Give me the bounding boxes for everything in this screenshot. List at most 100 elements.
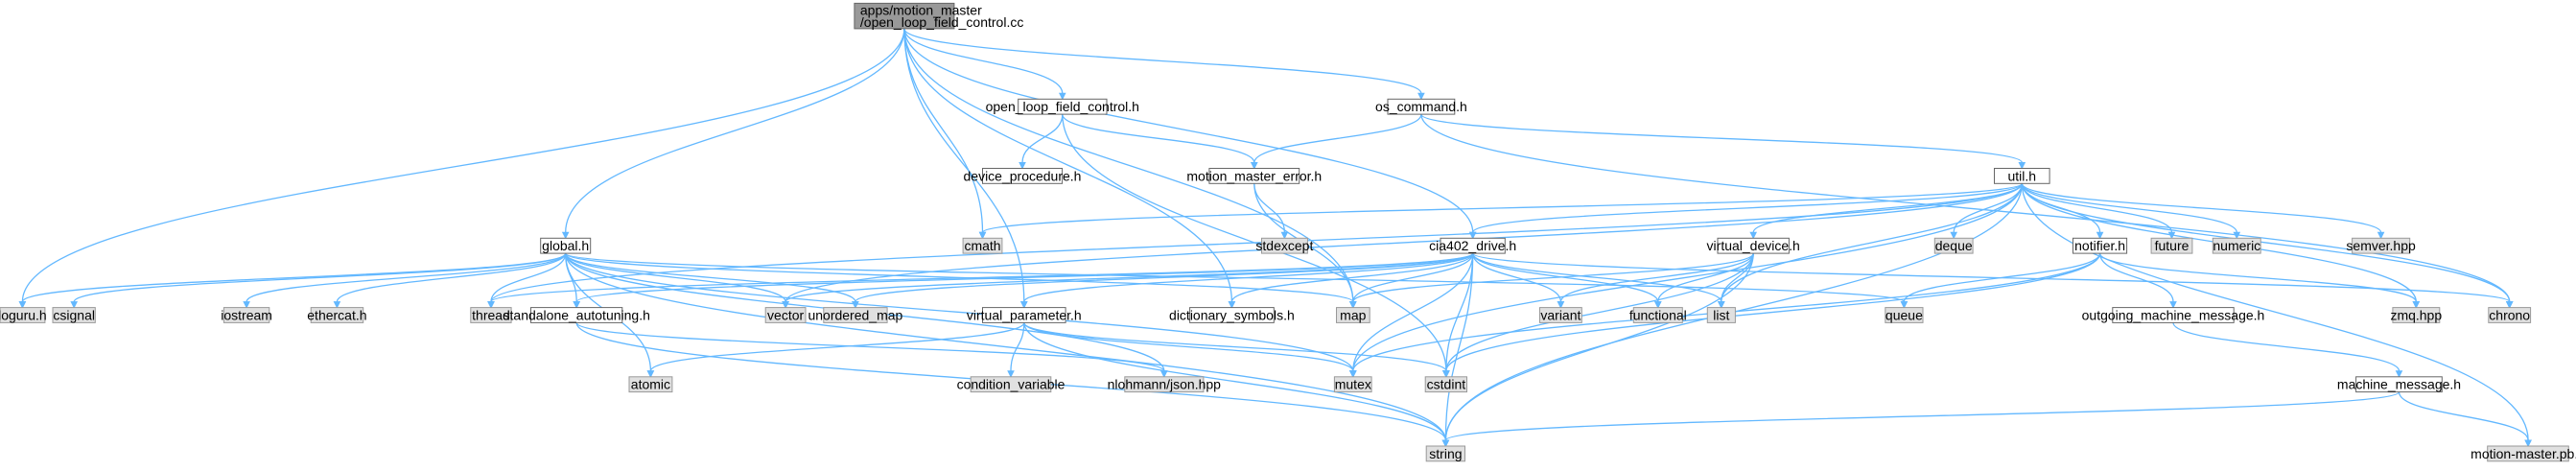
edge-root-to-cmath <box>903 28 987 240</box>
node-open-loop-field-control-h[interactable]: open_loop_field_control.h <box>986 98 1139 115</box>
node-box <box>1124 376 1205 393</box>
node-label: ethercat.h <box>307 308 366 323</box>
node-cmath[interactable]: cmath <box>962 237 1003 254</box>
node-label: atomic <box>631 377 670 392</box>
edge-arrowhead <box>2505 301 2514 309</box>
edge-line <box>2021 182 2382 233</box>
node-stdexcept[interactable]: stdexcept <box>1255 237 1313 254</box>
node-label: functional <box>1629 308 1687 323</box>
node-outgoing-machine-message-h[interactable]: outgoing_machine_message.h <box>2082 307 2265 323</box>
edge-arrowhead <box>1280 231 1289 240</box>
edge-line <box>565 252 786 302</box>
node-string[interactable]: string <box>1425 445 1465 462</box>
edge-outgoing-machine-message-h-to-machine-message-h <box>2172 322 2403 378</box>
node-global-h[interactable]: global.h <box>540 237 592 254</box>
node-label: cstdint <box>1427 377 1466 392</box>
node-label: map <box>1340 308 1366 323</box>
edge-arrowhead <box>2169 301 2177 309</box>
node-iostream[interactable]: iostream <box>221 307 272 323</box>
node-box <box>540 237 592 254</box>
edge-line <box>21 28 905 302</box>
node-csignal[interactable]: csignal <box>52 307 96 323</box>
edge-arrowhead <box>1058 92 1066 101</box>
edge-os-command-h-to-chrono <box>1420 114 2514 309</box>
edge-line <box>336 252 567 302</box>
node-box <box>470 307 512 323</box>
node-label: motion_master_error.h <box>1186 168 1322 183</box>
edge-arrowhead <box>1900 301 1909 309</box>
node-root[interactable]: apps/motion_master/open_loop_field_contr… <box>854 2 1023 30</box>
node-mutex[interactable]: mutex <box>1333 376 1372 393</box>
node-notifier-h[interactable]: notifier.h <box>2073 237 2128 254</box>
node-label: chrono <box>2489 308 2530 323</box>
node-condition-variable[interactable]: condition_variable <box>957 376 1066 393</box>
edge-arrowhead <box>1950 231 1958 240</box>
edge-line <box>575 321 1165 372</box>
node-box <box>2392 307 2441 323</box>
node-unordered-map[interactable]: unordered_map <box>808 307 903 323</box>
edge-arrowhead <box>18 301 27 309</box>
node-list[interactable]: list <box>1706 307 1736 323</box>
nodes-layer: apps/motion_master/open_loop_field_contr… <box>0 2 2576 462</box>
node-semver-hpp[interactable]: semver.hpp <box>2346 237 2416 254</box>
node-label: vector <box>767 308 804 323</box>
edge-virtual-parameter-h-to-atomic <box>646 322 1025 378</box>
node-future[interactable]: future <box>2150 237 2193 254</box>
node-zmq-hpp[interactable]: zmq.hpp <box>2390 307 2442 323</box>
node-label: condition_variable <box>957 377 1066 392</box>
edge-arrowhead <box>1441 439 1450 448</box>
edge-global-h-to-queue <box>565 252 1909 309</box>
node-vector[interactable]: vector <box>764 307 807 323</box>
edge-line <box>1062 113 1255 163</box>
node-dictionary-symbols-h[interactable]: dictionary_symbols.h <box>1169 307 1295 323</box>
node-variant[interactable]: variant <box>1539 307 1582 323</box>
edge-line <box>575 252 1474 303</box>
edge-virtual-parameter-h-to-cstdint <box>1023 321 1450 378</box>
node-thread[interactable]: thread <box>470 307 512 323</box>
node-box <box>1336 307 1370 323</box>
node-nlohmann-json-hpp[interactable]: nlohmann/json.hpp <box>1108 376 1222 393</box>
edge-line <box>1657 252 1754 302</box>
node-box <box>1717 237 1790 254</box>
node-motion-master-pb-h[interactable]: motion-master.pb.h <box>2471 445 2576 462</box>
node-cia402-drive-h[interactable]: cia402_drive.h <box>1429 237 1516 254</box>
node-label: device_procedure.h <box>964 168 1082 183</box>
node-box <box>1632 307 1683 323</box>
node-atomic[interactable]: atomic <box>628 376 673 393</box>
node-device-procedure-h[interactable]: device_procedure.h <box>964 168 1082 184</box>
node-label: open_loop_field_control.h <box>986 99 1139 114</box>
node-os-command-h[interactable]: os_command.h <box>1375 98 1467 115</box>
edge-line <box>1445 253 1754 371</box>
node-label: zmq.hpp <box>2390 308 2442 323</box>
node-virtual-device-h[interactable]: virtual_device.h <box>1707 237 1800 254</box>
node-deque[interactable]: deque <box>1933 237 1974 254</box>
node-chrono[interactable]: chrono <box>2488 307 2532 323</box>
node-box <box>982 307 1066 323</box>
edge-arrowhead <box>1557 301 1565 309</box>
node-util-h[interactable]: util.h <box>1994 168 2050 184</box>
node-label: queue <box>1885 308 1923 323</box>
node-map[interactable]: map <box>1336 307 1370 323</box>
node-virtual-parameter-h[interactable]: virtual_parameter.h <box>967 307 1082 323</box>
node-functional[interactable]: functional <box>1629 307 1687 323</box>
edge-arrowhead <box>1442 370 1450 378</box>
node-loguru-h[interactable]: loguru.h <box>0 307 47 323</box>
edge-arrowhead <box>2018 162 2026 170</box>
edge-line <box>1352 253 1474 371</box>
edge-line <box>490 183 2023 302</box>
edge-root-to-cia402-drive-h <box>903 28 1477 240</box>
node-queue[interactable]: queue <box>1885 307 1924 323</box>
node-standalone-autotuning-h[interactable]: standalone_autotuning.h <box>503 307 650 323</box>
node-motion-master-error-h[interactable]: motion_master_error.h <box>1186 168 1322 184</box>
node-numeric[interactable]: numeric <box>2212 237 2261 254</box>
edge-line <box>2021 183 2511 302</box>
edge-util-h-to-semver-hpp <box>2021 182 2385 240</box>
node-ethercat-h[interactable]: ethercat.h <box>307 307 367 323</box>
node-cstdint[interactable]: cstdint <box>1424 376 1467 393</box>
edge-global-h-to-csignal <box>70 252 567 309</box>
edge-line <box>1420 114 2511 302</box>
edge-global-h-to-ethercat-h <box>333 252 567 309</box>
node-machine-message-h[interactable]: machine_message.h <box>2337 376 2461 393</box>
edge-line <box>1253 113 1422 163</box>
node-box <box>2112 307 2235 323</box>
